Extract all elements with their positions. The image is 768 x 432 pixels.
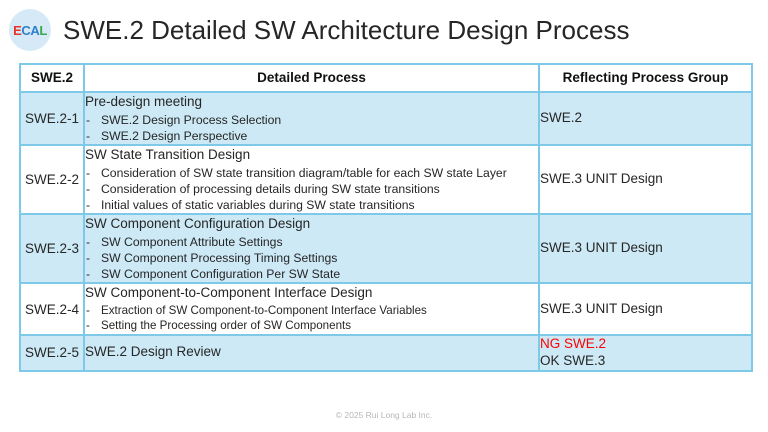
table-row: SWE.2-1 Pre-design meeting -SWE.2 Design… — [19, 91, 753, 146]
bullet-dash-icon: - — [86, 319, 90, 333]
list-item-label: Consideration of SW state transition dia… — [101, 165, 507, 180]
logo-letter-l: L — [39, 22, 47, 38]
row-description: SW State Transition Design -Consideratio… — [83, 143, 540, 216]
list-item: -SWE.2 Design Perspective — [85, 128, 538, 144]
row-description: SW Component Configuration Design -SW Co… — [83, 213, 540, 285]
list-item: -SW Component Attribute Settings — [85, 234, 538, 250]
description-title: SW Component Configuration Design — [85, 216, 311, 232]
list-item-label: Setting the Processing order of SW Compo… — [101, 319, 352, 333]
list-item: -Setting the Processing order of SW Comp… — [85, 318, 538, 333]
list-item: -SW Component Configuration Per SW State — [85, 266, 538, 282]
list-item: -Consideration of processing details dur… — [85, 181, 538, 197]
table-row: SWE.2-3 SW Component Configuration Desig… — [19, 213, 753, 285]
logo-letter-c: C — [21, 22, 31, 38]
list-item: -Initial values of static variables duri… — [85, 197, 538, 213]
list-item-label: Consideration of processing details duri… — [101, 181, 440, 196]
list-item-label: SW Component Configuration Per SW State — [101, 267, 341, 282]
row-id: SWE.2-5 — [19, 333, 85, 372]
list-item-label: SWE.2 Design Perspective — [101, 128, 248, 143]
row-id: SWE.2-4 — [19, 282, 85, 336]
list-item-label: Initial values of static variables durin… — [101, 197, 415, 212]
logo-letter-e: E — [13, 22, 22, 38]
footer-copyright: © 2025 Rui Long Lab Inc. — [335, 410, 433, 420]
bullet-dash-icon: - — [86, 234, 91, 249]
column-header-swe2: SWE.2 — [19, 63, 85, 93]
logo-letter-a: A — [30, 22, 40, 38]
row-process-group: SWE.2 — [538, 91, 753, 146]
row-process-group: SWE.3 UNIT Design — [538, 282, 753, 336]
description-bullets: -SW Component Attribute Settings -SW Com… — [85, 234, 538, 283]
bullet-dash-icon: - — [86, 165, 91, 180]
bullet-dash-icon: - — [86, 250, 91, 265]
row-process-group: SWE.3 UNIT Design — [538, 213, 753, 285]
list-item-label: SW Component Processing Timing Settings — [101, 250, 338, 265]
status-badge-ng: NG SWE.2 — [540, 335, 607, 351]
table-row: SWE.2-2 SW State Transition Design -Cons… — [19, 143, 753, 216]
description-title: SW State Transition Design — [85, 146, 251, 162]
description-bullets: -SWE.2 Design Process Selection -SWE.2 D… — [85, 112, 538, 144]
column-header-detailed-process: Detailed Process — [83, 63, 540, 93]
column-header-reflecting-process-group: Reflecting Process Group — [538, 63, 753, 93]
row-process-group: NG SWE.2 OK SWE.3 — [538, 333, 753, 372]
list-item-label: SWE.2 Design Process Selection — [101, 112, 282, 127]
slide-header: ECAL SWE.2 Detailed SW Architecture Desi… — [0, 0, 768, 60]
page-title: SWE.2 Detailed SW Architecture Design Pr… — [63, 14, 630, 45]
list-item: -SW Component Processing Timing Settings — [85, 250, 538, 266]
description-title: Pre-design meeting — [85, 94, 203, 109]
bullet-dash-icon: - — [86, 181, 91, 196]
row-description: Pre-design meeting -SWE.2 Design Process… — [83, 91, 540, 146]
logo-wordmark: ECAL — [13, 24, 47, 37]
bullet-dash-icon: - — [86, 128, 91, 143]
ecal-logo-icon: ECAL — [9, 9, 51, 51]
description-title: SWE.2 Design Review — [85, 344, 221, 360]
row-process-group: SWE.3 UNIT Design — [538, 143, 753, 216]
list-item: -SWE.2 Design Process Selection — [85, 112, 538, 128]
list-item-label: SW Component Attribute Settings — [101, 234, 283, 249]
row-id: SWE.2-3 — [19, 213, 85, 285]
bullet-dash-icon: - — [86, 112, 91, 127]
status-badge-ok: OK SWE.3 — [540, 352, 606, 368]
bullet-dash-icon: - — [86, 197, 91, 212]
description-title: SW Component-to-Component Interface Desi… — [85, 285, 373, 301]
list-item: -Extraction of SW Component-to-Component… — [85, 303, 538, 318]
table-row: SWE.2-5 SWE.2 Design Review NG SWE.2 OK … — [19, 333, 753, 372]
description-bullets: -Extraction of SW Component-to-Component… — [85, 303, 538, 334]
list-item-label: Extraction of SW Component-to-Component … — [101, 303, 427, 317]
detailed-process-table: SWE.2 Detailed Process Reflecting Proces… — [19, 63, 753, 372]
bullet-dash-icon: - — [86, 267, 91, 282]
description-bullets: -Consideration of SW state transition di… — [85, 165, 538, 214]
list-item: -Consideration of SW state transition di… — [85, 165, 538, 181]
row-id: SWE.2-2 — [19, 143, 85, 216]
row-description: SWE.2 Design Review — [83, 333, 540, 372]
table-row: SWE.2-4 SW Component-to-Component Interf… — [19, 282, 753, 336]
table-header-row: SWE.2 Detailed Process Reflecting Proces… — [19, 63, 753, 93]
bullet-dash-icon: - — [86, 303, 90, 317]
row-id: SWE.2-1 — [19, 91, 85, 146]
row-description: SW Component-to-Component Interface Desi… — [83, 282, 540, 336]
